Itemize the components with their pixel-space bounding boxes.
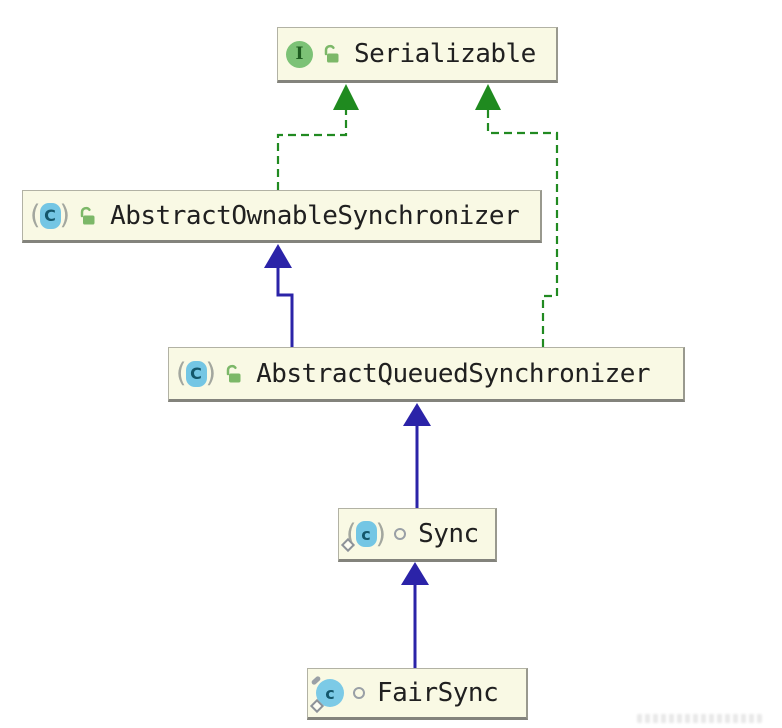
class-name-label: FairSync bbox=[377, 678, 499, 708]
arrowhead-solid-triangle bbox=[401, 562, 429, 585]
abstract-class-icon: ( C ) bbox=[176, 358, 217, 389]
arrowhead-solid-triangle bbox=[403, 403, 431, 426]
arrowhead-hollow-triangle bbox=[475, 84, 501, 110]
edge-fairsync-extends-sync[interactable] bbox=[401, 562, 429, 668]
open-lock-icon bbox=[80, 206, 95, 224]
final-class-marks bbox=[309, 675, 344, 714]
edge-aos-implements-serializable[interactable] bbox=[276, 84, 359, 190]
interface-icon: I bbox=[286, 40, 313, 68]
class-node-sync[interactable]: ( c ) Sync bbox=[338, 508, 497, 562]
class-node-abstract-queued-synchronizer[interactable]: ( C ) AbstractQueuedSynchronizer bbox=[168, 347, 685, 402]
arrowhead-solid-triangle bbox=[264, 244, 292, 268]
final-class-static-icon: c bbox=[316, 679, 344, 707]
class-name-label: AbstractQueuedSynchronizer bbox=[256, 358, 651, 389]
edge-sync-extends-aqs[interactable] bbox=[403, 403, 431, 508]
watermark bbox=[637, 714, 762, 723]
class-name-label: AbstractOwnableSynchronizer bbox=[110, 200, 520, 231]
class-node-serializable[interactable]: I Serializable bbox=[277, 27, 558, 83]
open-lock-icon bbox=[226, 364, 241, 382]
abstract-class-icon: ( C ) bbox=[30, 200, 71, 231]
arrowhead-hollow-triangle bbox=[333, 84, 359, 110]
static-mark-icon bbox=[309, 698, 325, 714]
class-node-abstract-ownable-synchronizer[interactable]: ( C ) AbstractOwnableSynchronizer bbox=[22, 190, 542, 243]
abstract-class-static-icon: ( c ) bbox=[340, 521, 386, 552]
class-name-label: Sync bbox=[418, 519, 479, 549]
final-pin-icon bbox=[310, 675, 322, 686]
class-name-label: Serializable bbox=[354, 39, 536, 69]
package-private-icon bbox=[394, 528, 407, 540]
edge-aqs-extends-aos[interactable] bbox=[264, 244, 294, 347]
package-private-icon bbox=[353, 687, 365, 699]
class-node-fair-sync[interactable]: c FairSync bbox=[307, 668, 528, 720]
edge-aqs-implements-serializable[interactable] bbox=[475, 84, 559, 347]
open-lock-icon bbox=[324, 44, 339, 63]
